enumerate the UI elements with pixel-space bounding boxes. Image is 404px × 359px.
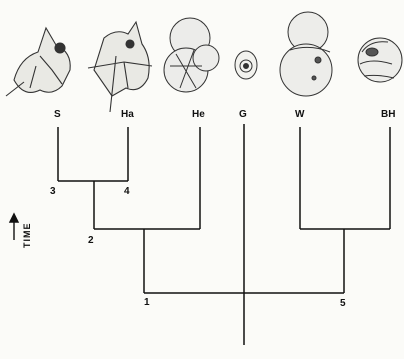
specimen-g <box>235 51 257 79</box>
taxon-label-w: W <box>295 110 304 120</box>
specimen-ha <box>88 22 152 112</box>
node-label-4: 4 <box>124 187 130 197</box>
taxon-label-ha: Ha <box>121 110 134 120</box>
time-axis-label: TIME <box>22 223 32 249</box>
taxon-label-bh: BH <box>381 110 395 120</box>
taxon-label-s: S <box>54 110 61 120</box>
specimen-he <box>164 18 219 92</box>
node-label-5: 5 <box>340 299 346 309</box>
taxon-label-he: He <box>192 110 205 120</box>
time-arrow <box>10 214 18 240</box>
tree-branches <box>58 124 390 345</box>
node-label-1: 1 <box>144 298 150 308</box>
taxon-label-g: G <box>239 110 247 120</box>
specimen-s <box>6 28 70 96</box>
specimen-w <box>280 12 332 96</box>
node-label-3: 3 <box>50 187 56 197</box>
specimen-bh <box>358 38 402 82</box>
node-label-2: 2 <box>88 236 94 246</box>
